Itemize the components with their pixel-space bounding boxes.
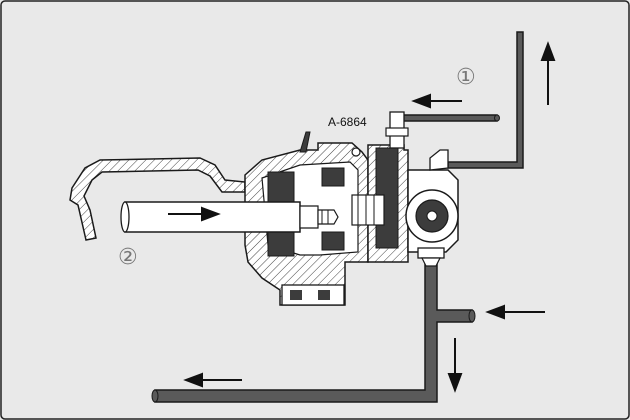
flow-arrow-down [447,338,463,393]
inlet-pipe-1 [401,114,500,122]
flow-arrow-left-bottom [183,372,242,388]
flow-arrow-right-shaft [168,206,221,222]
part-number-label: A-6864 [328,115,367,129]
callout-1: ① [456,65,476,90]
port-block [405,149,459,267]
return-pipe [151,257,476,403]
control-valve-body [299,111,409,263]
input-shaft [120,201,339,233]
flow-arrow-up [540,41,556,105]
flow-arrow-left-top [411,93,462,109]
callout-2: ② [118,245,138,270]
flow-arrow-left-return [485,304,545,320]
